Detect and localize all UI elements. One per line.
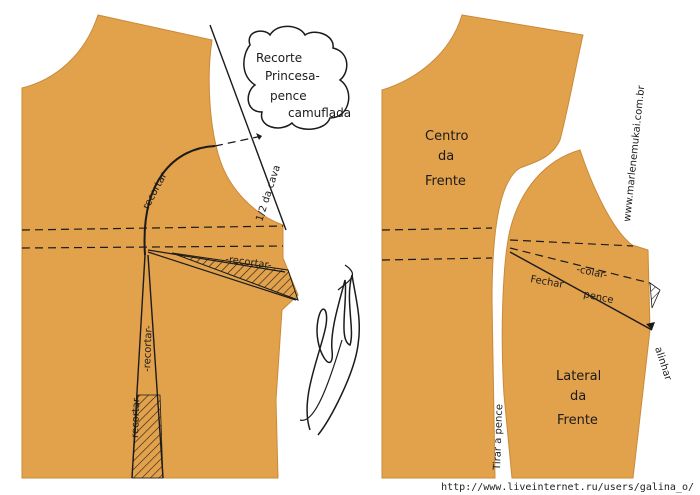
bust-line-dashed bbox=[21, 225, 284, 231]
cf-bust-line-dashed bbox=[381, 227, 493, 231]
cut-vertical-label-1: -recortar- bbox=[142, 325, 155, 372]
align-label: alinhar bbox=[652, 346, 673, 383]
cloud-bubble bbox=[243, 25, 350, 130]
dart-hatch bbox=[171, 252, 299, 301]
center-front-piece bbox=[381, 14, 584, 479]
side-front-line-1: Lateral bbox=[556, 369, 601, 384]
watermark: http://www.liveinternet.ru/users/galina_… bbox=[441, 482, 694, 493]
cloud-line-1: Recorte bbox=[256, 51, 302, 65]
cloud-line-4: camuflada bbox=[288, 106, 351, 120]
signature-stroke bbox=[299, 264, 354, 421]
side-dart-hatch bbox=[649, 282, 661, 309]
side-front-piece bbox=[501, 149, 651, 479]
cut-vertical-label-2: recortar bbox=[130, 397, 142, 438]
dart-line-upper bbox=[147, 249, 286, 273]
center-front-line-1: Centro bbox=[425, 129, 468, 144]
vertical-cut-right bbox=[147, 254, 164, 479]
center-front-line-2: da bbox=[438, 149, 454, 164]
princess-curve bbox=[143, 145, 216, 256]
waist-line-dashed bbox=[21, 245, 284, 249]
left-bodice-piece bbox=[21, 14, 299, 479]
side-front-line-3: Frente bbox=[557, 413, 598, 428]
vertical-cut-left bbox=[131, 254, 146, 479]
arrow-up-icon bbox=[256, 133, 262, 140]
cloud-line-3: pence bbox=[270, 89, 307, 103]
shoulder-line bbox=[209, 24, 287, 231]
sf-dart-line-2 bbox=[509, 251, 653, 331]
curve-extension-dashed bbox=[214, 135, 263, 147]
arrow-down-icon bbox=[646, 322, 655, 330]
remove-dart-label: Tirar a pence bbox=[492, 404, 505, 471]
cf-waist-line-dashed bbox=[381, 257, 493, 261]
center-front-line-3: Frente bbox=[425, 174, 466, 189]
signature bbox=[306, 274, 361, 436]
cloud-line-2: Princesa- bbox=[265, 69, 320, 83]
sf-dart-line-1 bbox=[509, 247, 651, 284]
site-label: www.marlenemukai.com.br bbox=[622, 84, 647, 222]
sf-upper-dashed bbox=[509, 239, 634, 247]
side-front-line-2: da bbox=[570, 389, 586, 404]
dart-line-lower bbox=[147, 251, 297, 301]
half-armhole-label: 1/2 da cava bbox=[254, 164, 283, 223]
